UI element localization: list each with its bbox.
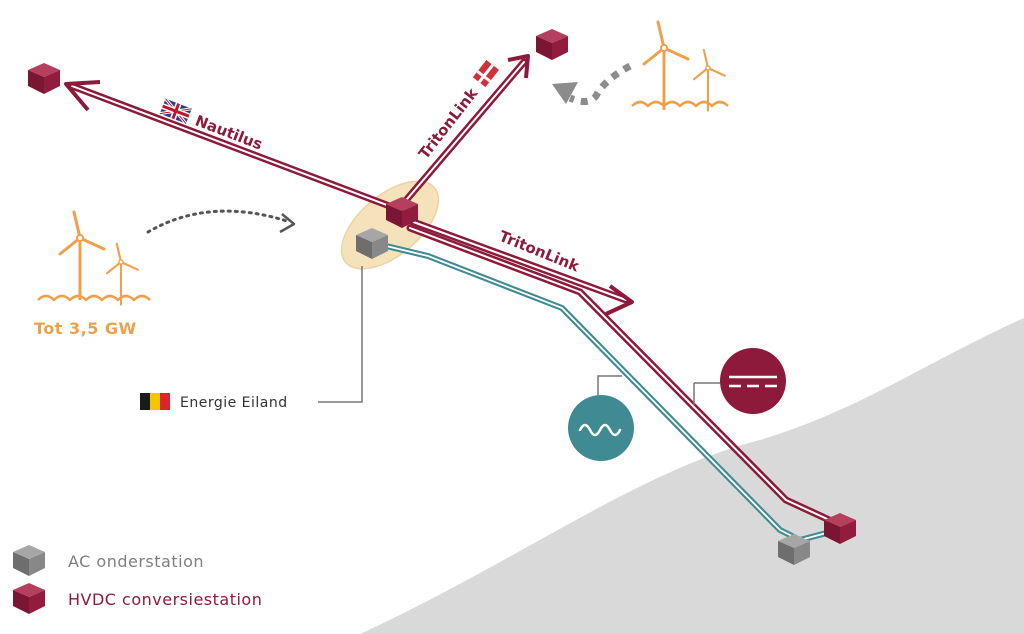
- energy-island-zone: [340, 180, 440, 270]
- tritonlink-north-label-group: TritonLink: [415, 59, 499, 162]
- ac-symbol-icon: [568, 395, 634, 461]
- legend-item-hvdc-converter: HVDC conversiestation: [13, 583, 262, 614]
- legend-label-ac: AC onderstation: [68, 552, 204, 571]
- nautilus-cable: [68, 82, 404, 214]
- tritonlink-east-arrowhead: [605, 284, 634, 316]
- wind-farm-left: Tot 3,5 GW: [34, 210, 151, 338]
- tritonlink-east-cable: [404, 216, 630, 304]
- legend-label-hvdc: HVDC conversiestation: [68, 590, 262, 609]
- uk-hvdc-converter-station: [28, 63, 60, 94]
- wind-turbine-icon: [58, 210, 106, 302]
- dc-symbol-icon: [720, 348, 786, 414]
- energy-island-label: Energie Eiland: [180, 395, 288, 411]
- waves-icon: [631, 100, 729, 108]
- coastline-land: [360, 318, 1024, 634]
- ac-export-cable: [379, 242, 841, 543]
- tritonlink-north-arrowhead: [507, 54, 530, 79]
- wind-farm-capacity: Tot 3,5 GW: [34, 319, 137, 338]
- hvdc-export-cable: [406, 224, 842, 528]
- tritonlink-north-cable: [398, 58, 528, 209]
- right-wind-flow-arrow: [552, 62, 632, 105]
- waves-icon: [37, 294, 151, 302]
- belgium-flag-icon: [140, 393, 170, 410]
- hvdc-converter-cube-icon: [13, 583, 45, 614]
- wind-turbine-icon: [642, 20, 690, 112]
- ac-substation-cube-icon: [13, 545, 45, 576]
- left-wind-flow-arrow: [146, 209, 296, 234]
- nautilus-arrowhead: [64, 80, 101, 112]
- energy-island-leader-line: [318, 266, 363, 403]
- legend-item-ac-substation: AC onderstation: [13, 545, 204, 576]
- denmark-hvdc-converter-station: [536, 29, 568, 60]
- ac-leader-line: [597, 375, 622, 395]
- denmark-flag-icon: [472, 59, 499, 88]
- uk-flag-icon: [159, 97, 192, 125]
- wind-farm-right: [631, 20, 729, 113]
- legend: AC onderstation HVDC conversiestation: [13, 545, 262, 614]
